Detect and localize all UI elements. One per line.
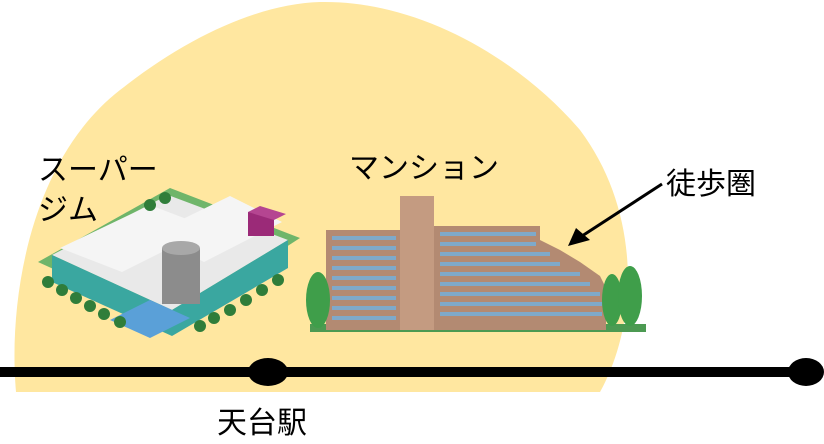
supermarket-label-line2: ジム bbox=[38, 193, 98, 228]
station-label: 天台駅 bbox=[217, 406, 307, 441]
station-dot-icon bbox=[248, 358, 288, 386]
mansion-label: マンション bbox=[349, 151, 499, 186]
walking-area-label: 徒歩圏 bbox=[666, 167, 756, 202]
arrow-icon bbox=[568, 182, 663, 246]
rail-line bbox=[0, 367, 812, 377]
supermarket-building-illustration bbox=[38, 188, 300, 338]
supermarket-label-line1: スーパー bbox=[38, 153, 158, 188]
terminal-dot-icon bbox=[788, 358, 824, 386]
supermarket-gym-label: スーパー ジム bbox=[38, 152, 158, 232]
apartment-building-illustration bbox=[306, 196, 646, 332]
